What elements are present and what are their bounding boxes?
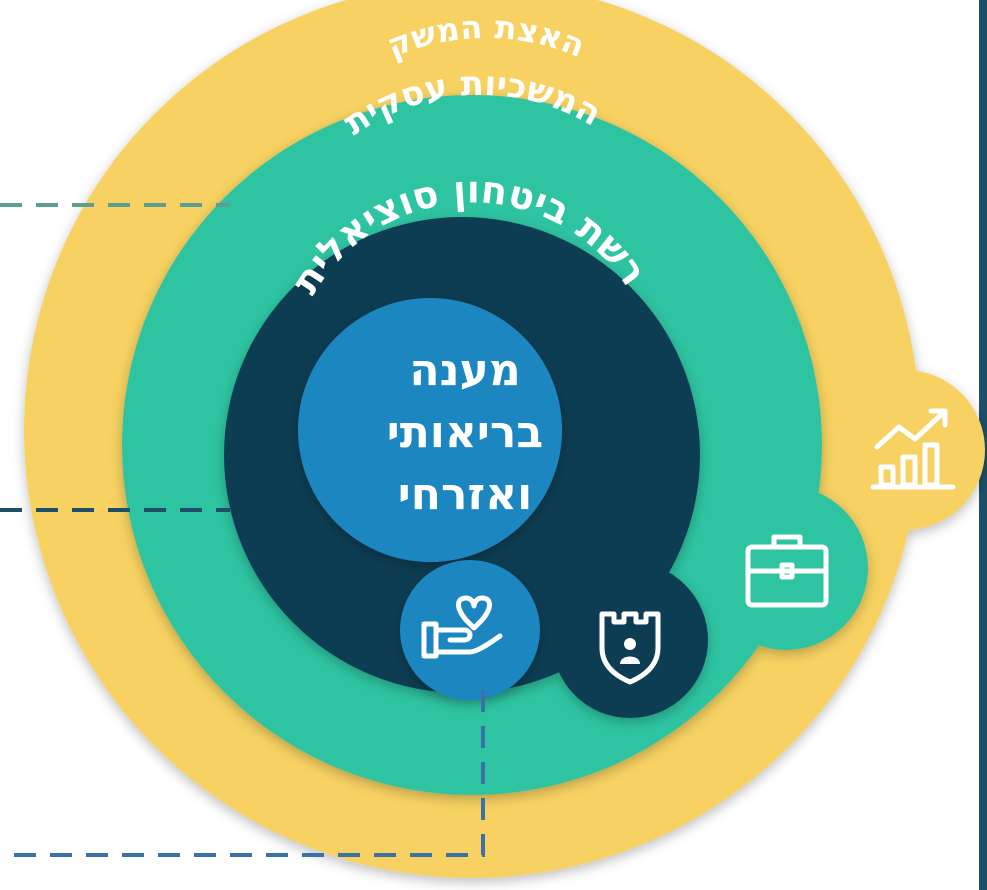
core-label-line-3: ואזרחי: [398, 469, 532, 520]
chart-growth-icon: [870, 408, 956, 490]
bottom-connector: [0, 690, 485, 857]
shield-person-icon: [599, 611, 661, 685]
hand-heart-icon: [421, 595, 503, 659]
core-label-line-2: בריאותי: [387, 407, 543, 458]
briefcase-icon: [745, 534, 829, 608]
core-label-line-1: מענה: [409, 345, 520, 396]
